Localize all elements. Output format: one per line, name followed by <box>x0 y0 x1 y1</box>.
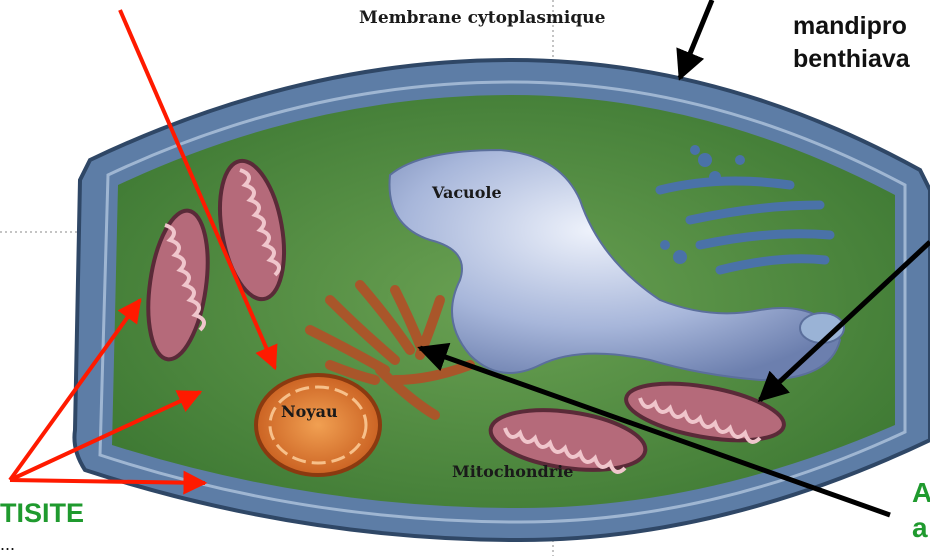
side-text-bottom-left: TISITE <box>0 498 84 529</box>
side-text-top-right-2: benthiava <box>793 45 910 74</box>
black-arrow-membrane <box>680 0 712 78</box>
side-text-top-right-1: mandipro <box>793 12 907 41</box>
label-mitochondrie: Mitochondrie <box>452 462 573 481</box>
side-text-bottom-left-small: ... <box>0 534 15 555</box>
side-text-bottom-right-2: a <box>912 512 928 544</box>
label-noyau: Noyau <box>281 402 338 421</box>
label-vacuole: Vacuole <box>432 183 502 202</box>
side-text-bottom-right-1: A <box>912 477 930 509</box>
nucleus <box>256 375 380 475</box>
label-membrane: Membrane cytoplasmique <box>359 8 605 28</box>
